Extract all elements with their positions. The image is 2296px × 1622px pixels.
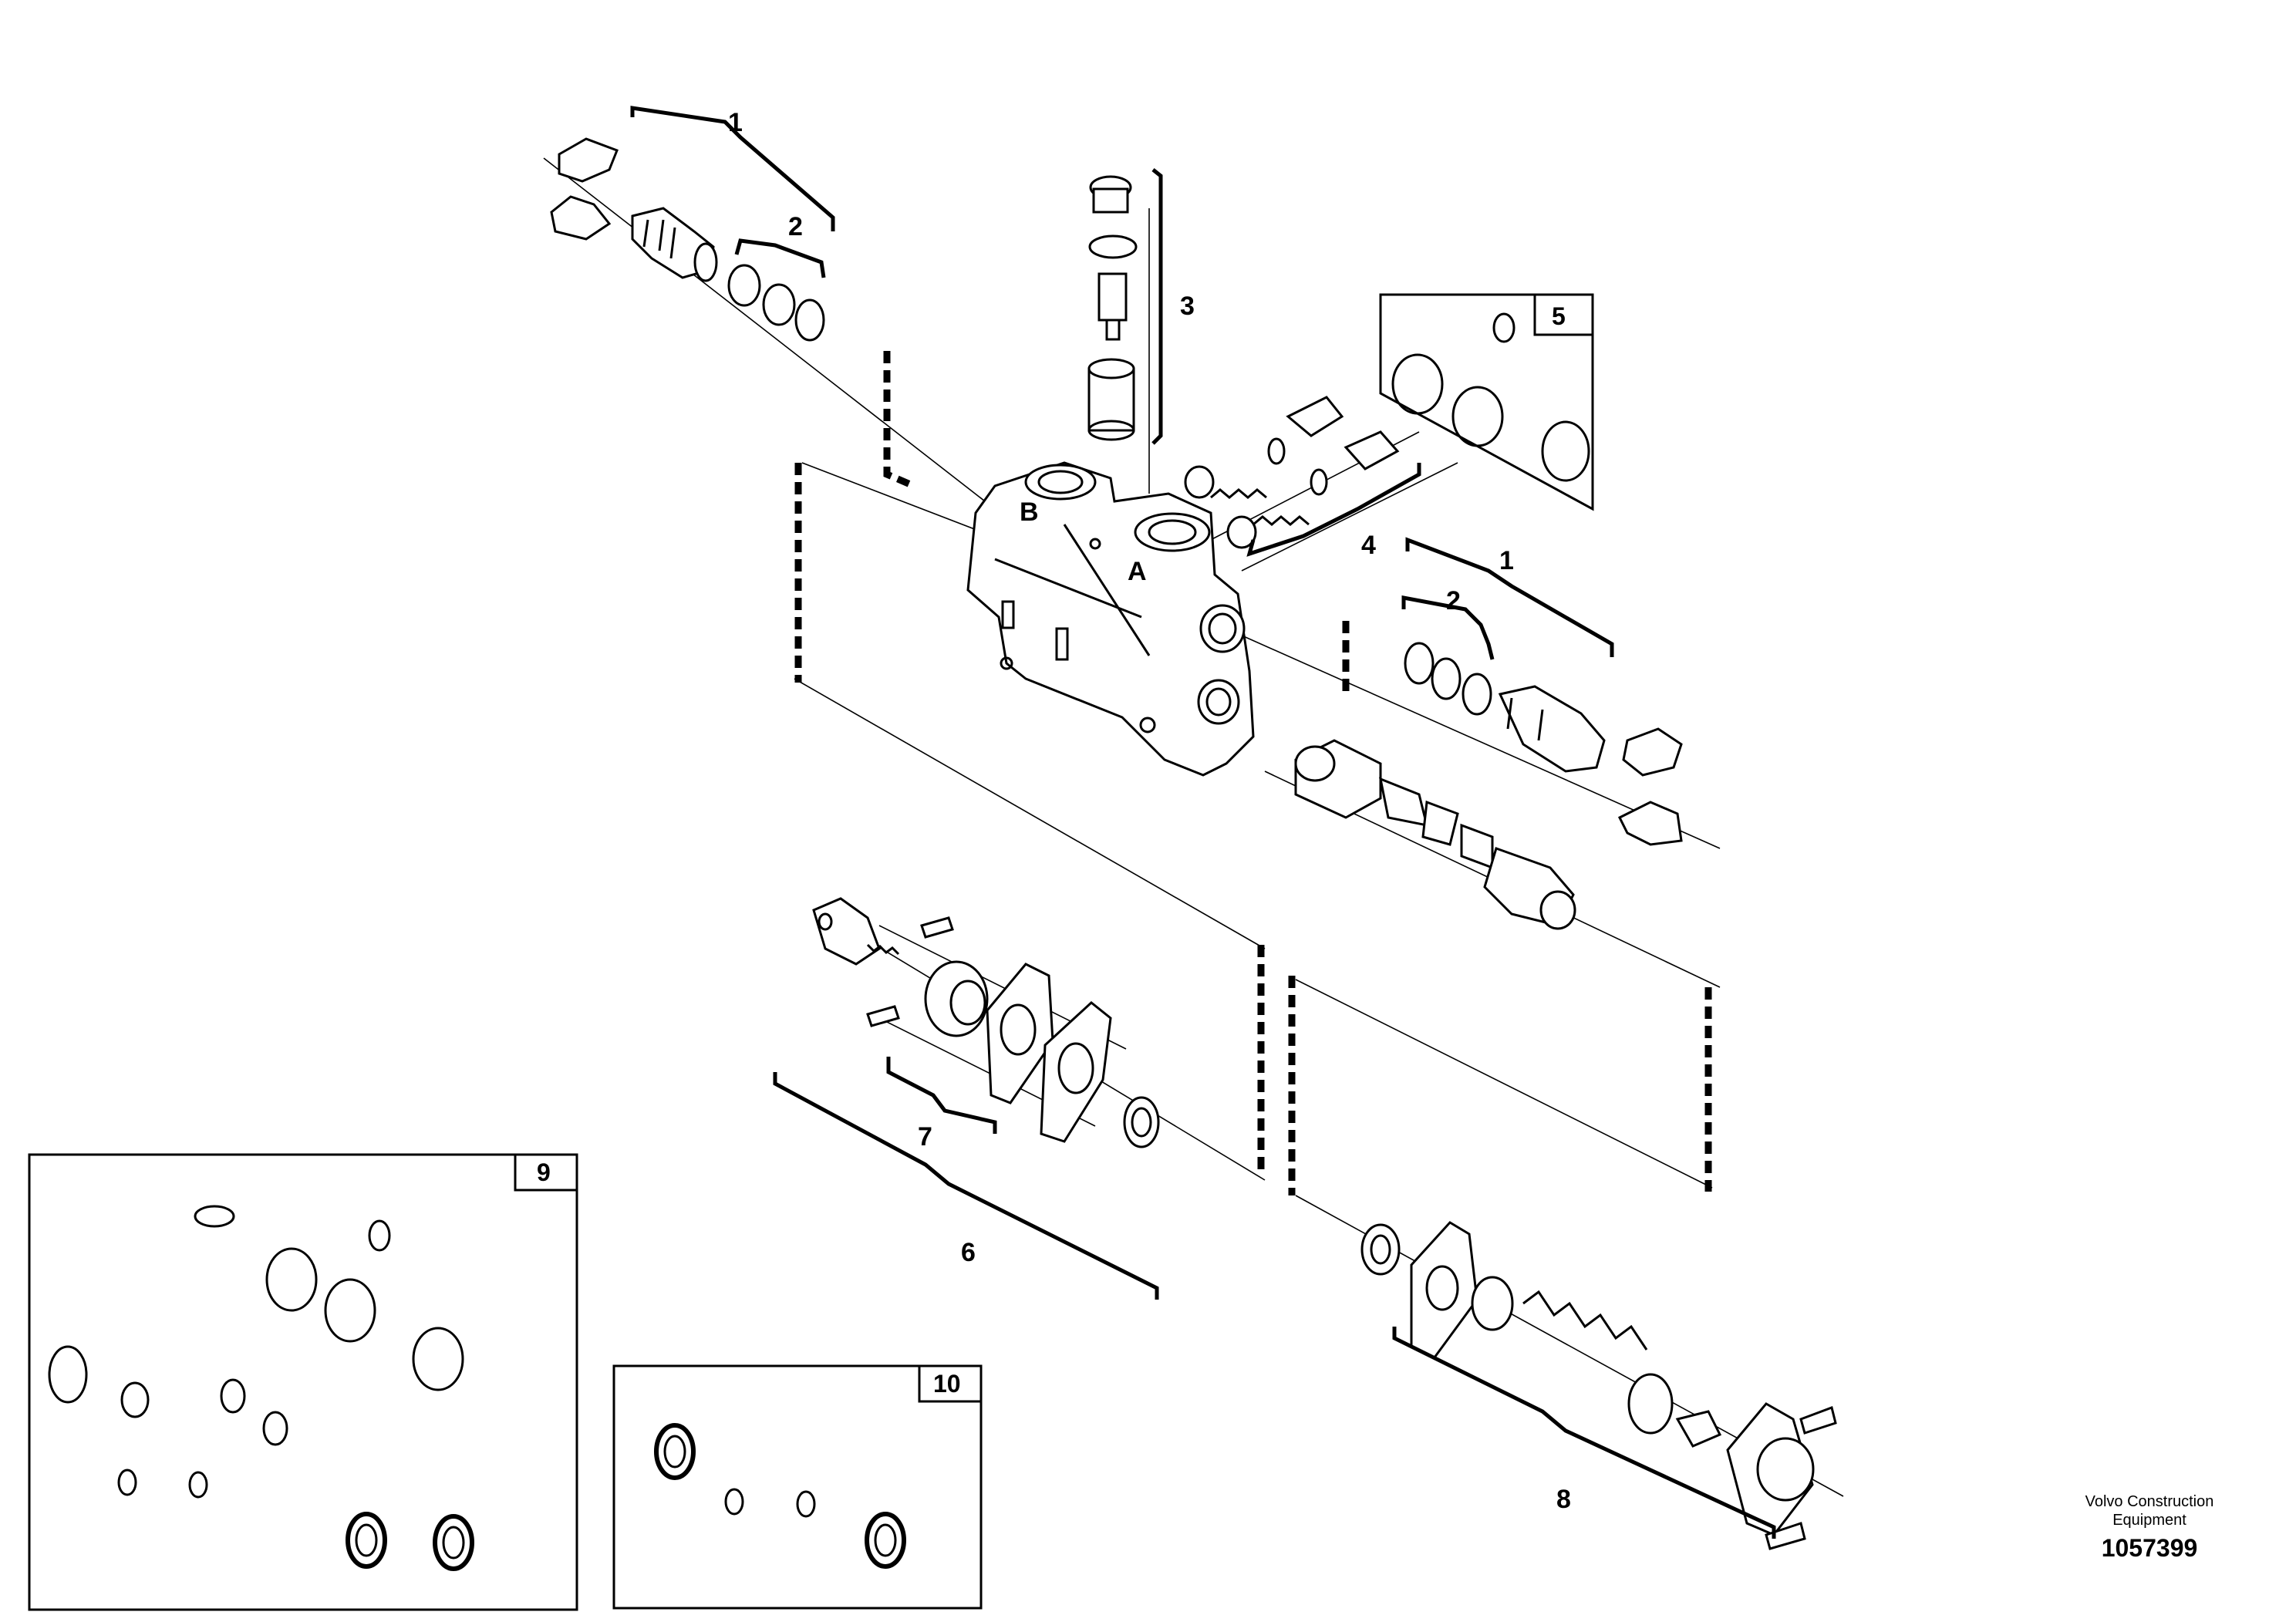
kit-box-9: 9 bbox=[28, 1153, 578, 1611]
port-b-label: B bbox=[1020, 497, 1039, 527]
end-cap-right bbox=[1360, 1221, 1837, 1550]
kit-box-10: 10 bbox=[612, 1364, 983, 1610]
callout-brackets bbox=[630, 106, 1776, 1539]
relief-valve-left bbox=[550, 137, 825, 342]
brand-line-1: Volvo Construction bbox=[2085, 1493, 2214, 1510]
port-a-label: A bbox=[1128, 557, 1147, 586]
main-spool bbox=[1294, 739, 1576, 930]
end-cap-left bbox=[812, 897, 1160, 1148]
callout-7: 7 bbox=[918, 1122, 932, 1152]
relief-valve-right bbox=[1404, 642, 1683, 846]
callout-8: 8 bbox=[1556, 1485, 1571, 1514]
kit-box-5: 5 bbox=[1379, 293, 1594, 511]
callout-2-right: 2 bbox=[1446, 586, 1461, 615]
callout-4: 4 bbox=[1361, 531, 1376, 560]
callout-1-top: 1 bbox=[728, 108, 743, 137]
brand-block: Volvo Construction Equipment 1057399 bbox=[2049, 1492, 2250, 1563]
section-dash-frames bbox=[794, 351, 1712, 1195]
callout-6: 6 bbox=[961, 1238, 976, 1267]
callout-numbers: 1 2 3 4 1 2 6 7 8 bbox=[728, 108, 1571, 1514]
callout-1-right: 1 bbox=[1499, 546, 1514, 575]
callout-2-top: 2 bbox=[788, 212, 803, 241]
kit-box-10-label: 10 bbox=[933, 1370, 961, 1398]
valve-body: B A bbox=[966, 461, 1255, 777]
drawing-number: 1057399 bbox=[2101, 1534, 2198, 1562]
kit-box-5-label: 5 bbox=[1552, 302, 1566, 330]
callout-3: 3 bbox=[1180, 292, 1195, 321]
brand-line-2: Equipment bbox=[2112, 1512, 2186, 1529]
anticavitation-valves bbox=[1184, 396, 1400, 549]
kit-box-9-label: 9 bbox=[537, 1158, 551, 1186]
check-valve-stack bbox=[1087, 175, 1138, 441]
